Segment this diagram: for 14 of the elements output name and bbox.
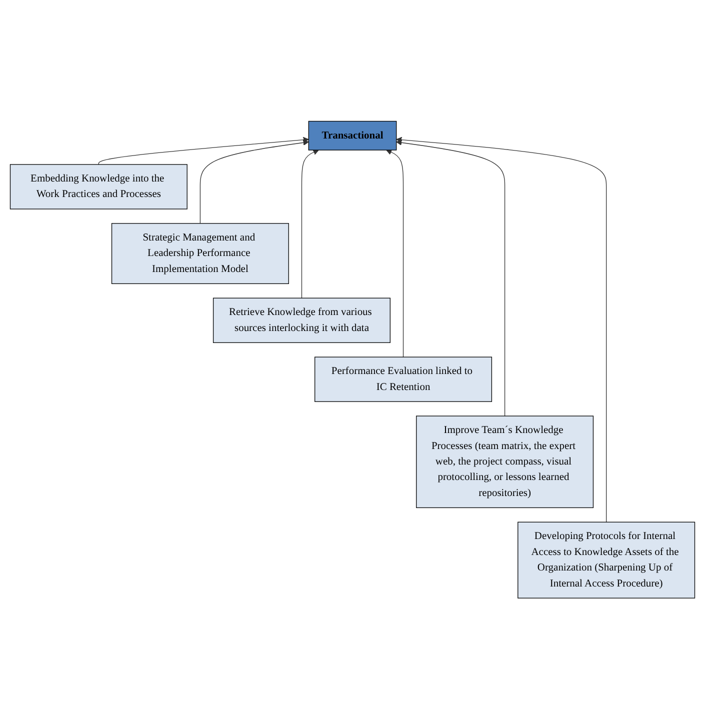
arrow bbox=[200, 140, 309, 224]
diagram: Transactional Embedding Knowledge into the Work Practices and Processes Strategic Management and Leadership Performance Implementation Model Retrieve Knowledge from various sources interlocking it with data Performance Evaluation linked to IC Retention Improve Team´s Knowledge Processes (team matrix, the expert web, the project compass, visual protocolling, or lessons learned repositories) Developing Protocols for Internal Access to Knowledge Assets of the Organization (Sharpening Up of Internal Access Procedure) bbox=[5, 116, 700, 604]
node-box bbox=[308, 120, 397, 150]
node-box bbox=[111, 222, 289, 284]
node-box bbox=[518, 522, 696, 598]
arrow bbox=[301, 149, 319, 298]
node-box bbox=[10, 164, 188, 210]
arrow bbox=[396, 136, 607, 522]
arrow bbox=[396, 140, 506, 416]
node-box bbox=[212, 298, 390, 343]
arrow bbox=[98, 136, 309, 165]
node-box bbox=[416, 416, 594, 508]
arrow bbox=[386, 149, 404, 358]
node-box bbox=[314, 356, 492, 402]
